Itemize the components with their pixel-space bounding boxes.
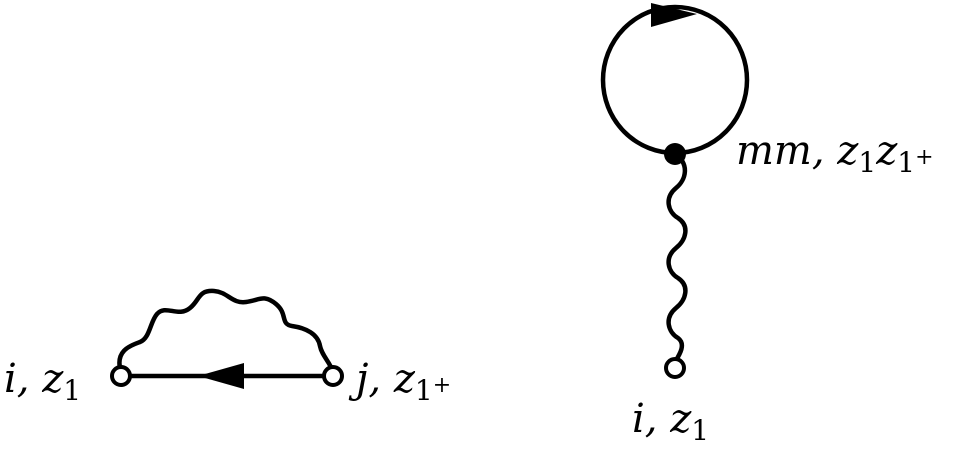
filled-vertex [664, 143, 686, 165]
bottom-open-vertex [664, 357, 686, 379]
loop-arrow [651, 3, 697, 27]
right-vertex-label: j, z1+ [348, 356, 451, 407]
left-open-vertex [110, 365, 132, 387]
left-vertex-label: i, z1 [4, 356, 81, 407]
interaction-wavy-line [117, 288, 336, 375]
exchange-diagram: i, z1 j, z1+ [4, 288, 451, 407]
interaction-wavy-line-vertical [666, 151, 688, 365]
bottom-vertex-label: i, z1 [632, 396, 709, 447]
top-vertex-label: mm, z1z1+ [736, 128, 934, 179]
propagator-arrow [198, 363, 244, 389]
right-open-vertex [322, 365, 344, 387]
tadpole-diagram: mm, z1z1+ i, z1 [600, 3, 934, 447]
propagator-loop [600, 4, 750, 156]
